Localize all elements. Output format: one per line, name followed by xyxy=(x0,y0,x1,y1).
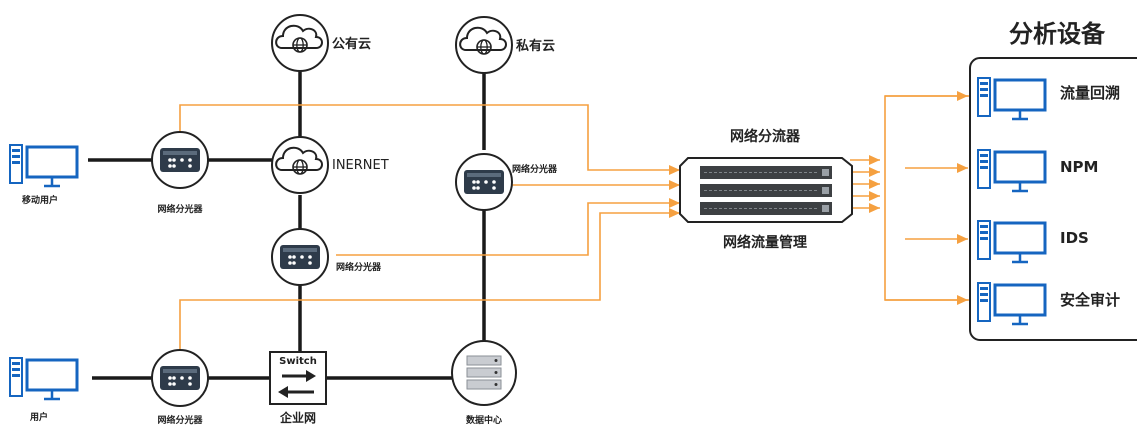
mirror-line-3 xyxy=(336,197,680,256)
analysis-box xyxy=(969,57,1137,341)
splitter-left-top: 网络分光器 xyxy=(151,131,209,215)
analysis-device-3: IDS xyxy=(976,219,1089,264)
user-node: 用户 xyxy=(8,356,79,423)
splitter-center: 网络分光器 xyxy=(271,228,382,286)
switch-node: Switch 企业网 xyxy=(269,351,327,425)
server-icon xyxy=(466,355,502,390)
user-label: 用户 xyxy=(29,411,48,423)
device-label: IDS xyxy=(1060,229,1089,247)
splitter-label: 网络分光器 xyxy=(512,163,558,175)
device-label: 流量回溯 xyxy=(1060,84,1120,102)
private-cloud-label: 私有云 xyxy=(516,38,555,54)
packet-broker-label: 网络分流器 xyxy=(730,128,801,145)
backbone-links xyxy=(88,60,486,380)
device-label: NPM xyxy=(1060,158,1098,176)
traffic-mgmt-label: 网络流量管理 xyxy=(723,234,807,251)
analysis-title: 分析设备 xyxy=(1009,20,1106,48)
internet-label: INERNET xyxy=(332,158,389,173)
switch-icon xyxy=(278,370,316,398)
analysis-panel: 分析设备 流量回溯 NPM IDS 安全审计 xyxy=(969,20,1137,341)
internet-node: INERNET xyxy=(271,136,389,194)
packet-broker-node: 网络分流器 网络流量管理 xyxy=(679,128,853,251)
splitter-right: 网络分光器 xyxy=(455,153,558,211)
mirror-line-1 xyxy=(179,104,680,176)
computer-icon xyxy=(8,143,79,188)
enterprise-net-label: 企业网 xyxy=(279,410,316,425)
splitter-icon xyxy=(464,170,504,194)
mirror-links xyxy=(179,90,970,352)
computer-icon xyxy=(8,356,79,401)
switch-label: Switch xyxy=(279,356,317,367)
mirror-line-4 xyxy=(179,207,680,352)
public-cloud-label: 公有云 xyxy=(332,36,371,52)
splitter-label: 网络分光器 xyxy=(336,261,382,273)
packet-broker-icon xyxy=(679,157,853,223)
data-center-node: 数据中心 xyxy=(451,340,517,426)
mobile-user-node: 移动用户 xyxy=(8,143,79,206)
analysis-device-4: 安全审计 xyxy=(976,281,1120,326)
bracket-line xyxy=(884,95,970,301)
splitter-icon xyxy=(160,148,200,172)
device-label: 安全审计 xyxy=(1060,291,1120,309)
splitter-label: 网络分光器 xyxy=(157,414,203,426)
splitter-left-bottom: 网络分光器 xyxy=(151,349,209,426)
splitter-label: 网络分光器 xyxy=(157,203,203,215)
mobile-user-label: 移动用户 xyxy=(22,194,58,206)
analysis-device-2: NPM xyxy=(976,148,1098,193)
public-cloud-node: 公有云 xyxy=(271,14,371,72)
splitter-icon xyxy=(280,245,320,269)
private-cloud-node: 私有云 xyxy=(455,16,555,74)
splitter-icon xyxy=(160,366,200,390)
analysis-device-1: 流量回溯 xyxy=(976,76,1120,121)
data-center-label: 数据中心 xyxy=(466,414,502,426)
